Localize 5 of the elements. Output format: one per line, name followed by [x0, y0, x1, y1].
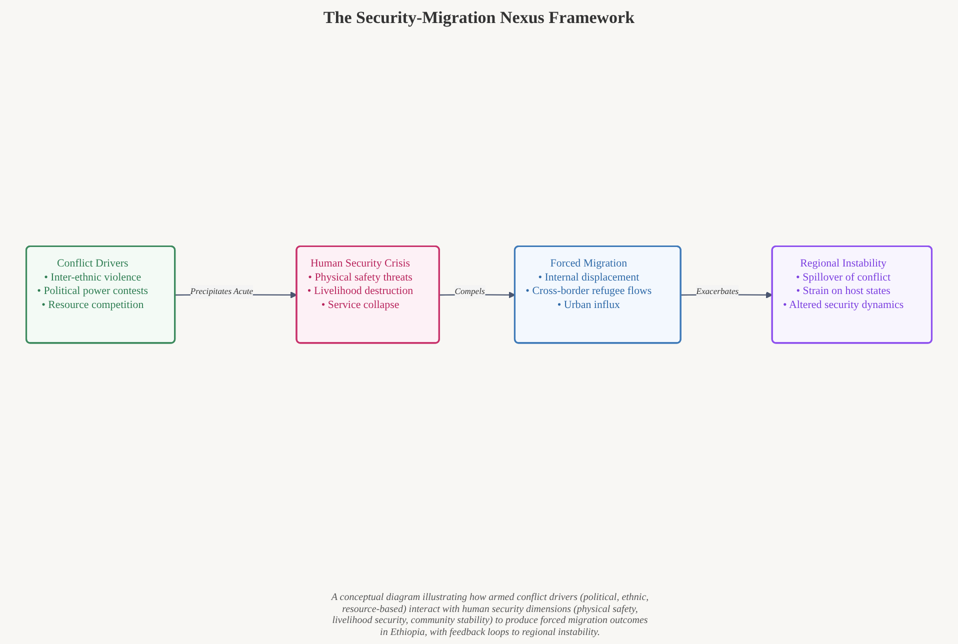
edge-label: Precipitates Acute [190, 287, 254, 297]
diagram-title: The Security-Migration Nexus Framework [322, 8, 636, 28]
edge-label: Compels [454, 287, 485, 297]
edge-label: Exacerbates [696, 287, 739, 297]
caption: A conceptual diagram illustrating how armed conflict drivers (political, ethnic, resource-based) interact with human security dimensions (physical safety, livelihood security, community stability) to produce forced migration outcomes in Ethiopia, with feedback loops to regional instability. [330, 592, 650, 638]
